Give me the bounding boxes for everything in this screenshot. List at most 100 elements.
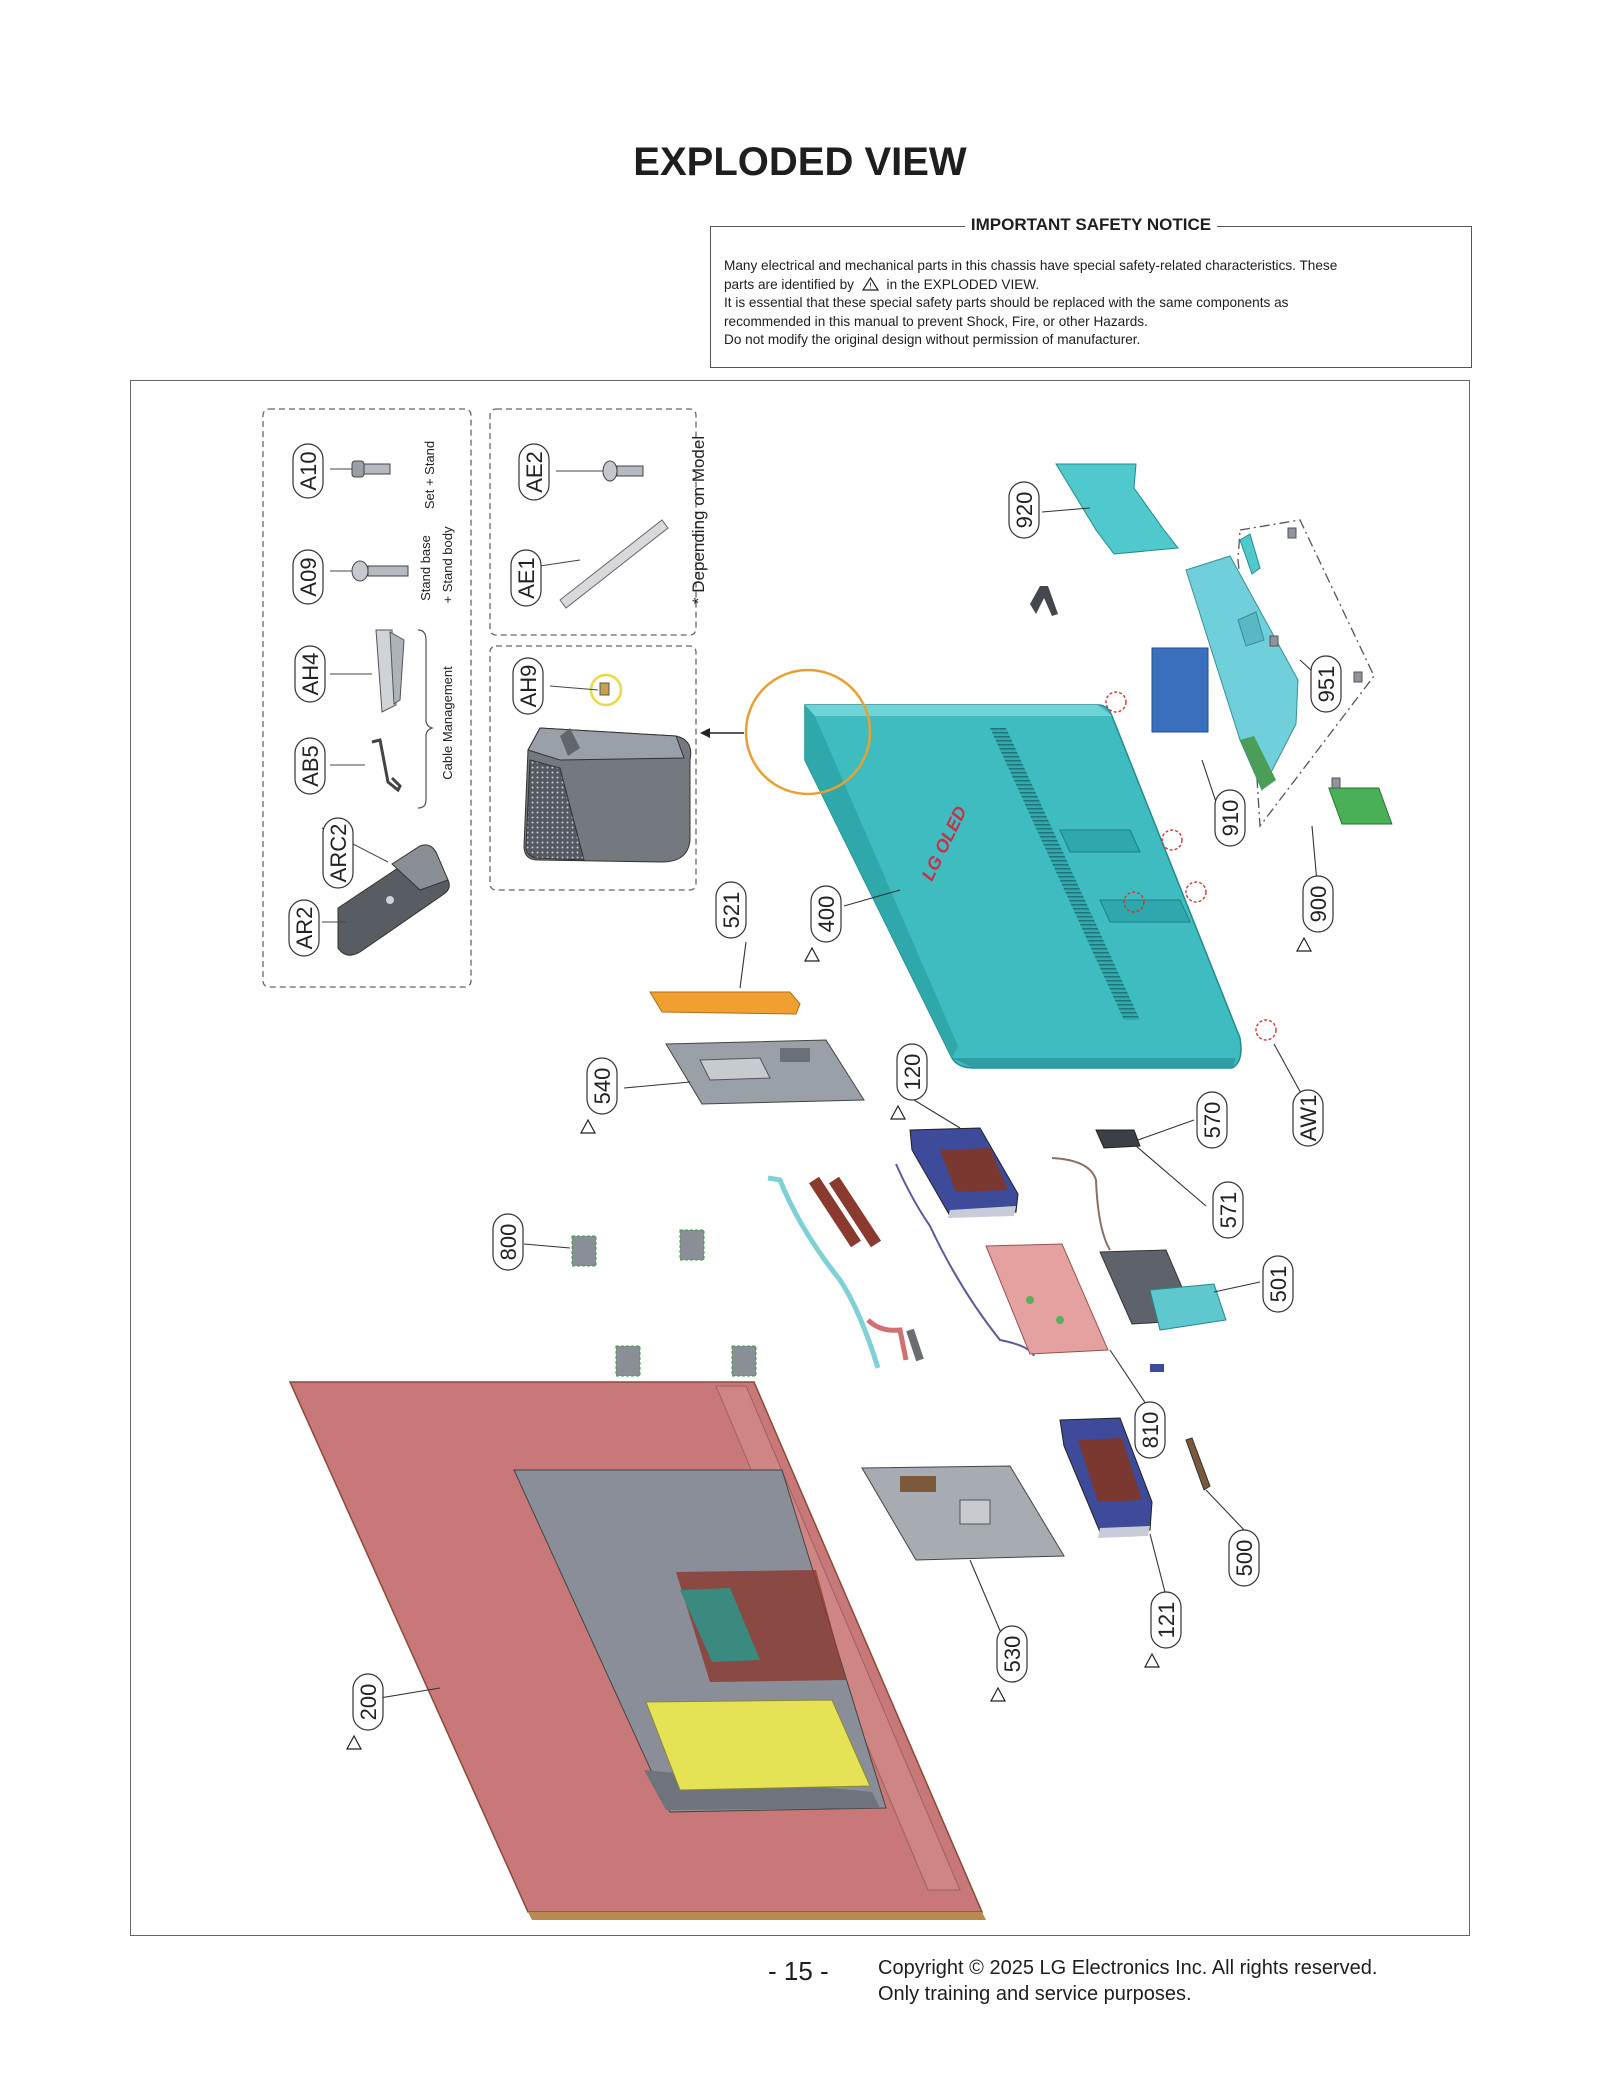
callout-p540: 540 [579, 1057, 618, 1134]
callout-a09: A09 [292, 549, 324, 605]
svg-text:800: 800 [496, 1224, 521, 1261]
page-title: EXPLODED VIEW [633, 140, 967, 184]
callout-p571: 571 [1212, 1181, 1244, 1239]
callout-p400: 400 [803, 885, 842, 962]
svg-text:!: ! [869, 281, 871, 290]
safety-notice-box: IMPORTANT SAFETY NOTICE Many electrical … [710, 215, 1472, 368]
svg-text:900: 900 [1306, 886, 1331, 923]
corner-cap-ah9 [523, 673, 692, 863]
accessory-box-ae [489, 408, 697, 636]
display-panel-200 [288, 1381, 986, 1920]
main-board-540 [665, 1039, 865, 1105]
svg-text:A10: A10 [296, 451, 321, 490]
callout-p810: 810 [1134, 1401, 1166, 1459]
cable-holder-ab5 [330, 738, 402, 793]
stand-body-910 [1151, 555, 1299, 792]
warning-triangle-icon [1143, 1652, 1161, 1668]
svg-text:500: 500 [1232, 1540, 1257, 1577]
callout-ah9: AH9 [512, 657, 544, 715]
bracket-501 [1099, 1249, 1227, 1372]
callout-p521: 521 [715, 881, 747, 939]
screw-marker-icons [1105, 691, 1277, 1041]
svg-text:570: 570 [1200, 1102, 1225, 1139]
warning-triangle-icon: ! [861, 276, 879, 291]
callout-p501: 501 [1262, 1255, 1294, 1313]
callout-ar2: AR2 [288, 899, 320, 957]
warning-triangle-icon [1295, 936, 1313, 952]
svg-text:120: 120 [900, 1054, 925, 1091]
screw-a10 [330, 460, 391, 478]
power-board-810 [985, 1243, 1109, 1355]
remote-control [321, 827, 450, 956]
warning-triangle-icon [889, 1104, 907, 1120]
callout-p910: 910 [1214, 789, 1246, 847]
svg-text:810: 810 [1138, 1412, 1163, 1449]
callout-p530: 530 [989, 1625, 1028, 1702]
callout-p900: 900 [1295, 875, 1334, 952]
cables [767, 1163, 1035, 1369]
back-cover-400: LG OLED [804, 704, 1393, 1069]
warning-triangle-icon [345, 1734, 363, 1750]
svg-text:951: 951 [1314, 666, 1339, 703]
svg-text:AB5: AB5 [298, 745, 323, 787]
callout-ae2: AE2 [518, 443, 550, 501]
callout-a10: A10 [292, 443, 324, 499]
stand-pin [1030, 586, 1058, 616]
speaker-121 [1059, 1417, 1153, 1538]
callout-ae1: AE1 [510, 549, 542, 607]
tcon-board-530 [861, 1465, 1065, 1561]
diagram-frame [130, 380, 1470, 1936]
screw-a09 [330, 560, 409, 582]
detail-callout-circle [744, 668, 872, 796]
bracket-brace [417, 629, 434, 809]
svg-text:910: 910 [1218, 800, 1243, 837]
safety-notice-text: Many electrical and mechanical parts in … [724, 257, 1458, 350]
clips-800 [571, 1229, 757, 1377]
accessory-box-ah9 [489, 645, 697, 891]
svg-text:AE1: AE1 [514, 557, 539, 599]
svg-text:A09: A09 [296, 557, 321, 596]
page-number: - 15 - [768, 1956, 829, 1986]
svg-text:400: 400 [814, 896, 839, 933]
svg-text:501: 501 [1266, 1266, 1291, 1303]
note-set_stand: Set + Stand [422, 441, 437, 509]
callout-p500: 500 [1228, 1529, 1260, 1587]
notice-line: Do not modify the original design withou… [724, 332, 1141, 348]
leader-lines [367, 507, 1325, 1701]
cable-clip-ah4 [330, 629, 405, 713]
svg-text:AH4: AH4 [298, 653, 323, 696]
stand-outline-dashed [1237, 519, 1375, 828]
strip-ae1 [539, 519, 669, 609]
bluetooth-module-570 [1051, 1129, 1141, 1251]
note-depending: * Depending on Model [689, 436, 708, 604]
screw-ae2 [556, 460, 644, 482]
warning-triangle-icon [579, 1118, 597, 1134]
notice-line: parts are identified by ! in the EXPLODE… [724, 276, 1040, 292]
stand-screws-951 [1269, 527, 1363, 789]
callout-p200: 200 [345, 1673, 384, 1750]
copyright-notice: Copyright © 2025 LG Electronics Inc. All… [878, 1957, 1378, 2005]
svg-text:AR2: AR2 [292, 907, 317, 950]
svg-text:AH9: AH9 [516, 665, 541, 708]
svg-text:AE2: AE2 [522, 451, 547, 493]
callout-p951: 951 [1310, 655, 1342, 713]
notice-line: It is essential that these special safet… [724, 295, 1289, 311]
speaker-120 [909, 1127, 1019, 1218]
note-stand_base: Stand base [418, 535, 433, 601]
svg-text:571: 571 [1216, 1192, 1241, 1229]
callout-ab5: AB5 [294, 737, 326, 795]
svg-text:ARC2: ARC2 [326, 824, 351, 883]
callout-paw1: AW1 [1292, 1089, 1324, 1147]
callout-p121: 121 [1143, 1591, 1182, 1668]
warning-triangle-icon [989, 1686, 1007, 1702]
warning-triangle-icon [803, 946, 821, 962]
notice-line: Many electrical and mechanical parts in … [724, 258, 1338, 273]
stand-clip [1239, 533, 1261, 575]
bracket-521 [649, 991, 801, 1015]
callout-arc2: ARC2 [322, 817, 354, 889]
svg-text:AW1: AW1 [1296, 1095, 1321, 1142]
stand-cover-920 [1055, 463, 1179, 555]
svg-text:540: 540 [590, 1068, 615, 1105]
svg-text:121: 121 [1154, 1602, 1179, 1639]
